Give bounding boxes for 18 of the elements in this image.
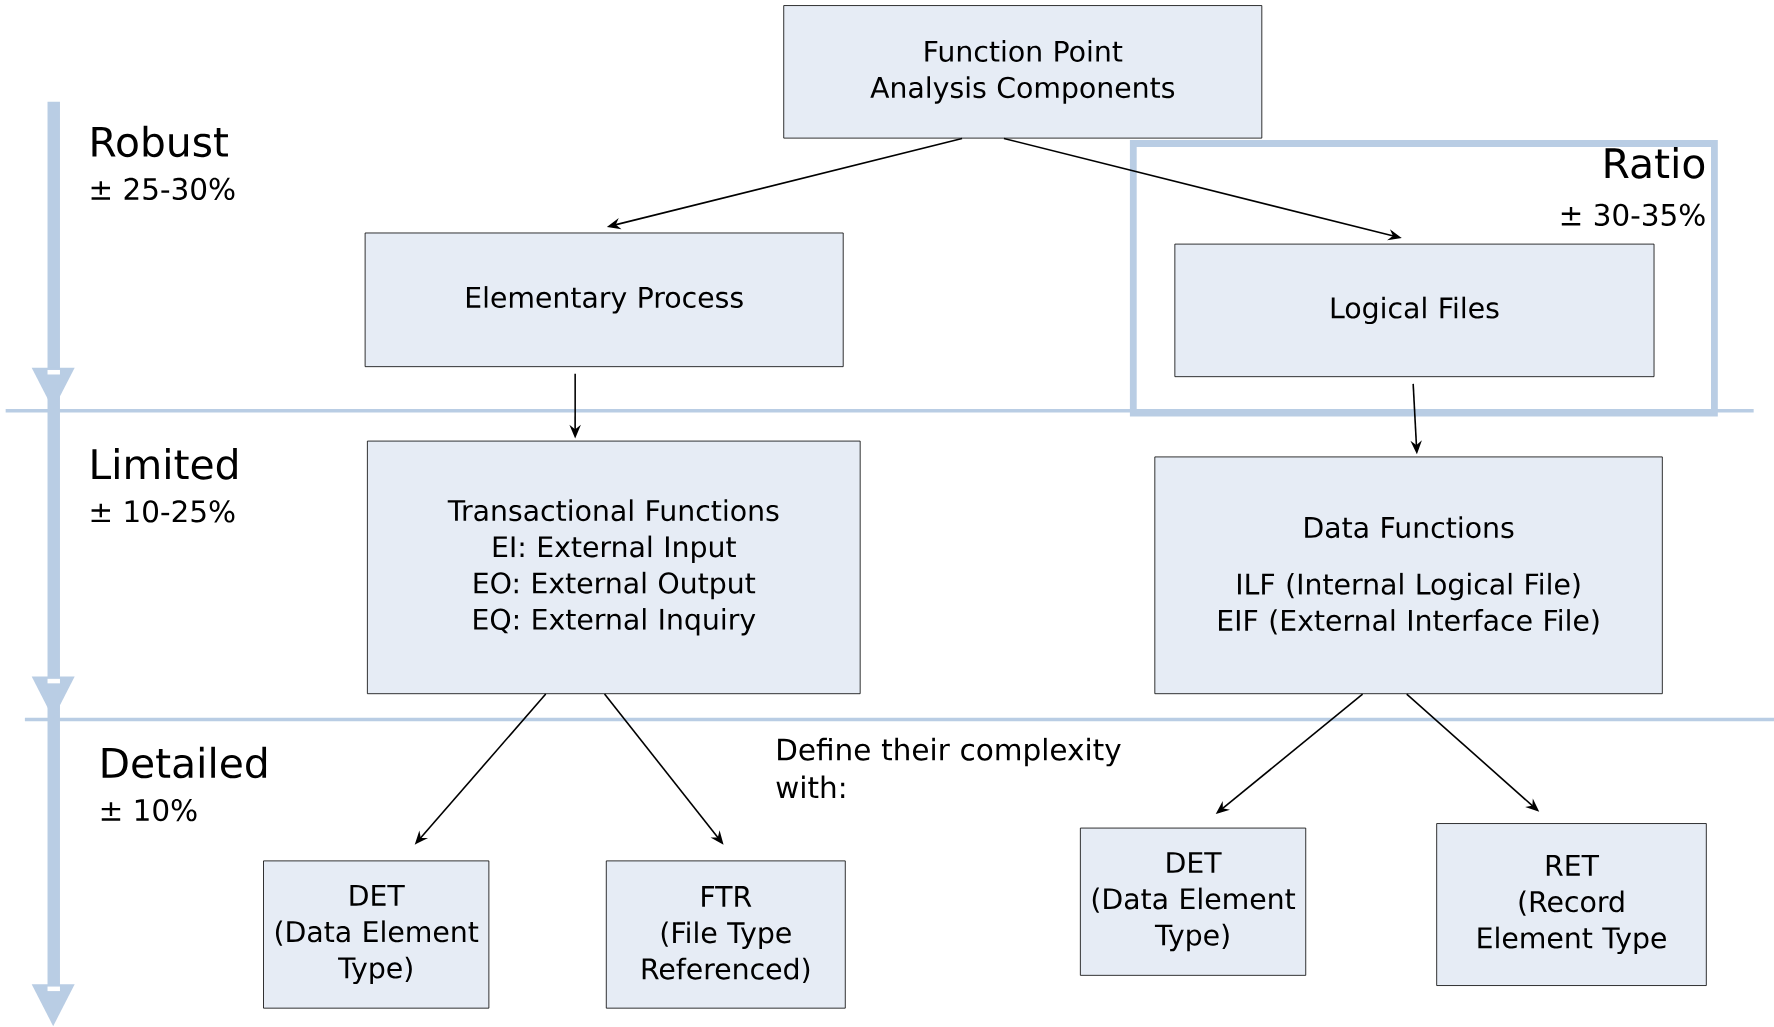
accuracy-range: ± 10-25%	[91, 500, 235, 523]
process-box: DET (Data Element Type)	[1079, 827, 1307, 976]
process-box: Data Functions ILF (Internal Logical File) EIF (External Interface File)	[1154, 456, 1663, 694]
process-box: RET (Record Element Type	[1436, 823, 1707, 986]
process-box: Logical Files	[1174, 243, 1655, 377]
process-box: DET (Data Element Type)	[263, 860, 490, 1009]
accuracy-range: ± 30-35%	[1561, 203, 1705, 226]
process-box: Function Point Analysis Components	[783, 5, 1263, 139]
accuracy-range: Detailed	[102, 746, 267, 779]
accuracy-range: ± 25-30%	[91, 177, 235, 200]
process-box: Transactional Functions EI: External Input EO: External Output EQ: External Inquiry	[367, 440, 861, 694]
process-box: Elementary Process	[364, 232, 844, 367]
accuracy-range: Robust	[92, 125, 228, 158]
note-text: Define their complexity with:	[776, 737, 1121, 798]
accuracy-range: ± 10%	[101, 798, 197, 822]
accuracy-range: Limited	[92, 447, 237, 480]
process-box: FTR (File Type Referenced)	[605, 860, 846, 1009]
level-name: Ratio	[1605, 146, 1705, 179]
